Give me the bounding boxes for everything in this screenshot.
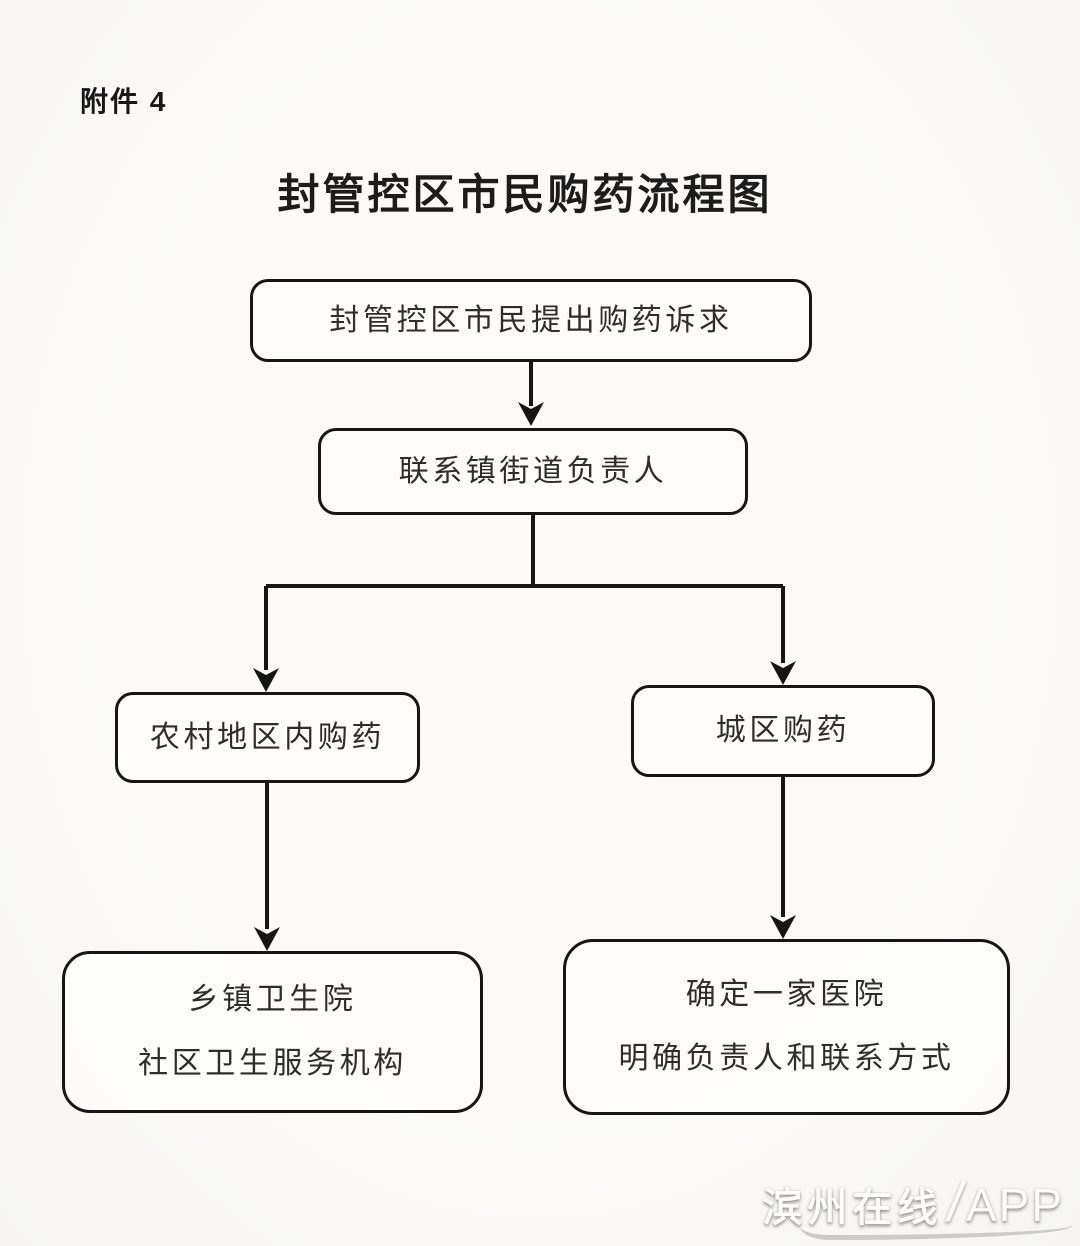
arrowhead-icon [254, 927, 280, 951]
node-rural-destination: 乡镇卫生院 社区卫生服务机构 [62, 951, 483, 1113]
watermark-slash-icon: / [943, 1170, 969, 1233]
node-contact-label: 联系镇街道负责人 [398, 454, 668, 488]
node-rural-label: 农村地区内购药 [149, 720, 386, 754]
arrowhead-icon [770, 915, 796, 939]
node-request: 封管控区市民提出购药诉求 [250, 279, 812, 362]
watermark: 滨州在线 / APP [762, 1169, 1064, 1234]
arrowhead-icon [770, 661, 796, 685]
node-urban-destination-line2: 明确负责人和联系方式 [618, 1042, 955, 1075]
node-contact: 联系镇街道负责人 [318, 428, 748, 515]
node-urban-destination-line1: 确定一家医院 [685, 978, 888, 1011]
node-rural-destination-line1: 乡镇卫生院 [188, 983, 357, 1016]
arrowhead-icon [253, 668, 279, 692]
watermark-text-en: APP [965, 1179, 1064, 1231]
attachment-label: 附件 4 [80, 86, 168, 117]
node-urban-label: 城区购药 [715, 714, 851, 747]
arrowhead-icon [518, 402, 544, 426]
node-rural: 农村地区内购药 [115, 692, 420, 783]
node-urban: 城区购药 [631, 685, 935, 777]
page-title: 封管控区市民购药流程图 [277, 171, 773, 219]
node-urban-destination: 确定一家医院 明确负责人和联系方式 [563, 939, 1010, 1115]
watermark-text-cn: 滨州在线 [762, 1186, 943, 1230]
node-request-label: 封管控区市民提出购药诉求 [329, 303, 733, 337]
node-rural-destination-line2: 社区卫生服务机构 [138, 1047, 407, 1080]
